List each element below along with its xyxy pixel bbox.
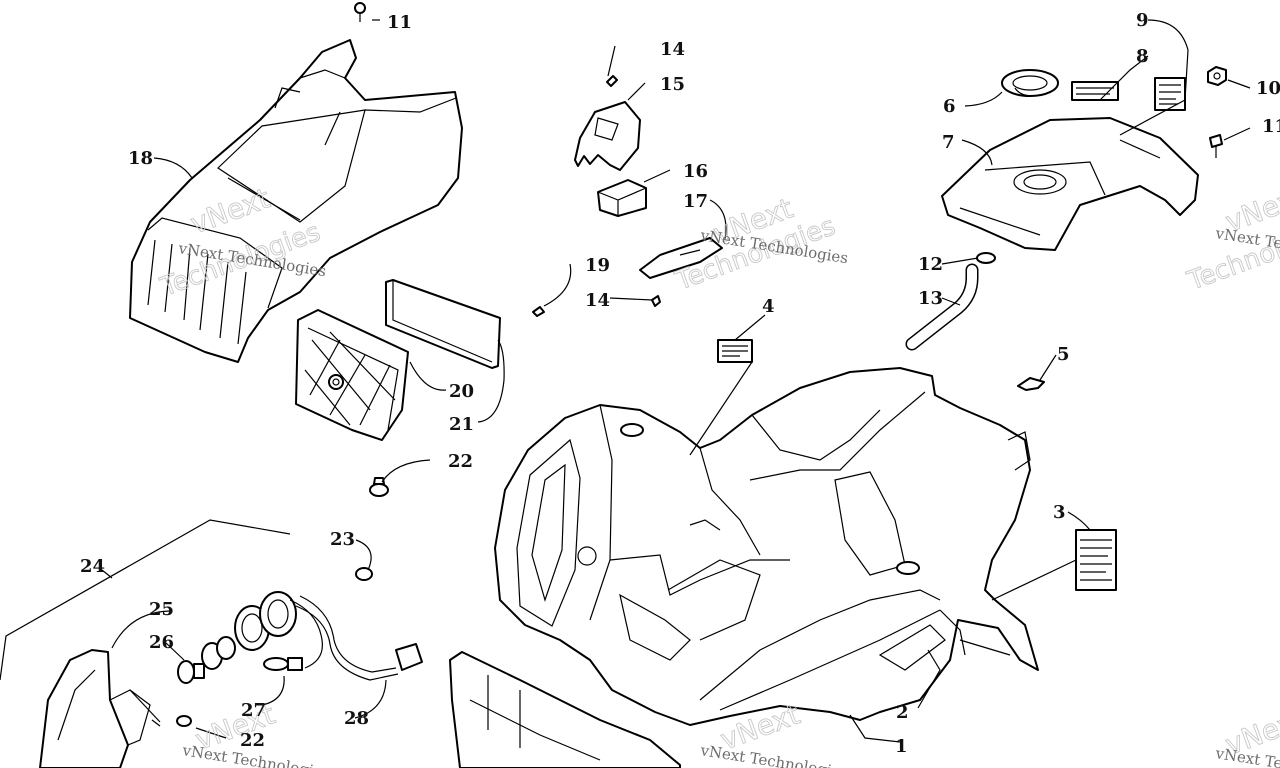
part-4-label [717,339,753,363]
watermark-text: vNext Technologies [698,741,849,768]
part-15-cover [574,101,641,171]
part-24-headlight-area [0,519,291,681]
part-7-top-cover [941,117,1199,251]
part-25-headlight [39,649,151,768]
callout-25: 25 [149,599,174,620]
callout-17: 17 [683,191,708,212]
part-9-decal [1154,77,1186,111]
part-22-pushpin [369,477,389,497]
part-13-hose [905,263,979,351]
part-11-screw-top [354,2,366,22]
part-14-screw-lower [651,295,661,307]
callout-1: 1 [895,736,908,757]
part-3-decal [1075,529,1117,591]
front-bumper [449,651,681,768]
part-26-bulb [177,660,205,684]
part-1-front-fender [494,367,1039,726]
callout-22-mid: 22 [448,451,473,472]
part-23-grommet [355,567,373,581]
part-10-nut [1207,66,1227,86]
callout-27: 27 [241,700,266,721]
callout-2: 2 [896,702,909,723]
leader-lines [101,19,1251,743]
part-17-lever [639,237,723,279]
part-12-clamp [976,252,996,264]
callout-24: 24 [80,556,105,577]
callout-7: 7 [942,132,955,153]
callout-6: 6 [943,96,956,117]
callout-26: 26 [149,632,174,653]
callout-15: 15 [660,74,685,95]
part-14-screw [606,75,618,87]
part-27-socket [201,591,303,671]
callout-4: 4 [762,296,775,317]
part-8-decal [1071,81,1119,101]
part-11-bolt [1209,134,1223,158]
callout-14-mid: 14 [585,290,610,311]
part-20-plate [385,279,501,369]
callout-13: 13 [918,288,943,309]
callout-8: 8 [1136,46,1149,67]
callout-labels: 1 2 3 4 5 6 7 8 9 10 11 11 12 13 14 14 1… [80,10,1280,757]
callout-11-top: 11 [387,12,412,33]
callout-12: 12 [918,254,943,275]
part-22-screw-lower [176,715,192,727]
callout-22-low: 22 [240,730,265,751]
callout-28: 28 [344,708,369,729]
callout-16: 16 [683,161,708,182]
part-18-front-hood [129,39,463,363]
part-6-ring [1001,69,1059,97]
callout-21: 21 [449,414,474,435]
callout-19: 19 [585,255,610,276]
callout-11-right: 11 [1262,116,1280,137]
callout-18: 18 [128,148,153,169]
part-28-harness [289,595,423,681]
callout-10: 10 [1256,78,1280,99]
callout-5: 5 [1057,344,1070,365]
callout-9: 9 [1136,10,1149,31]
callout-20: 20 [449,381,474,402]
part-21-grille [295,309,409,441]
callout-3: 3 [1053,502,1066,523]
part-19-screw [532,306,545,317]
callout-23: 23 [330,529,355,550]
part-5-bracket [1017,377,1045,391]
callout-14-top: 14 [660,39,685,60]
part-16-pad [597,179,647,217]
